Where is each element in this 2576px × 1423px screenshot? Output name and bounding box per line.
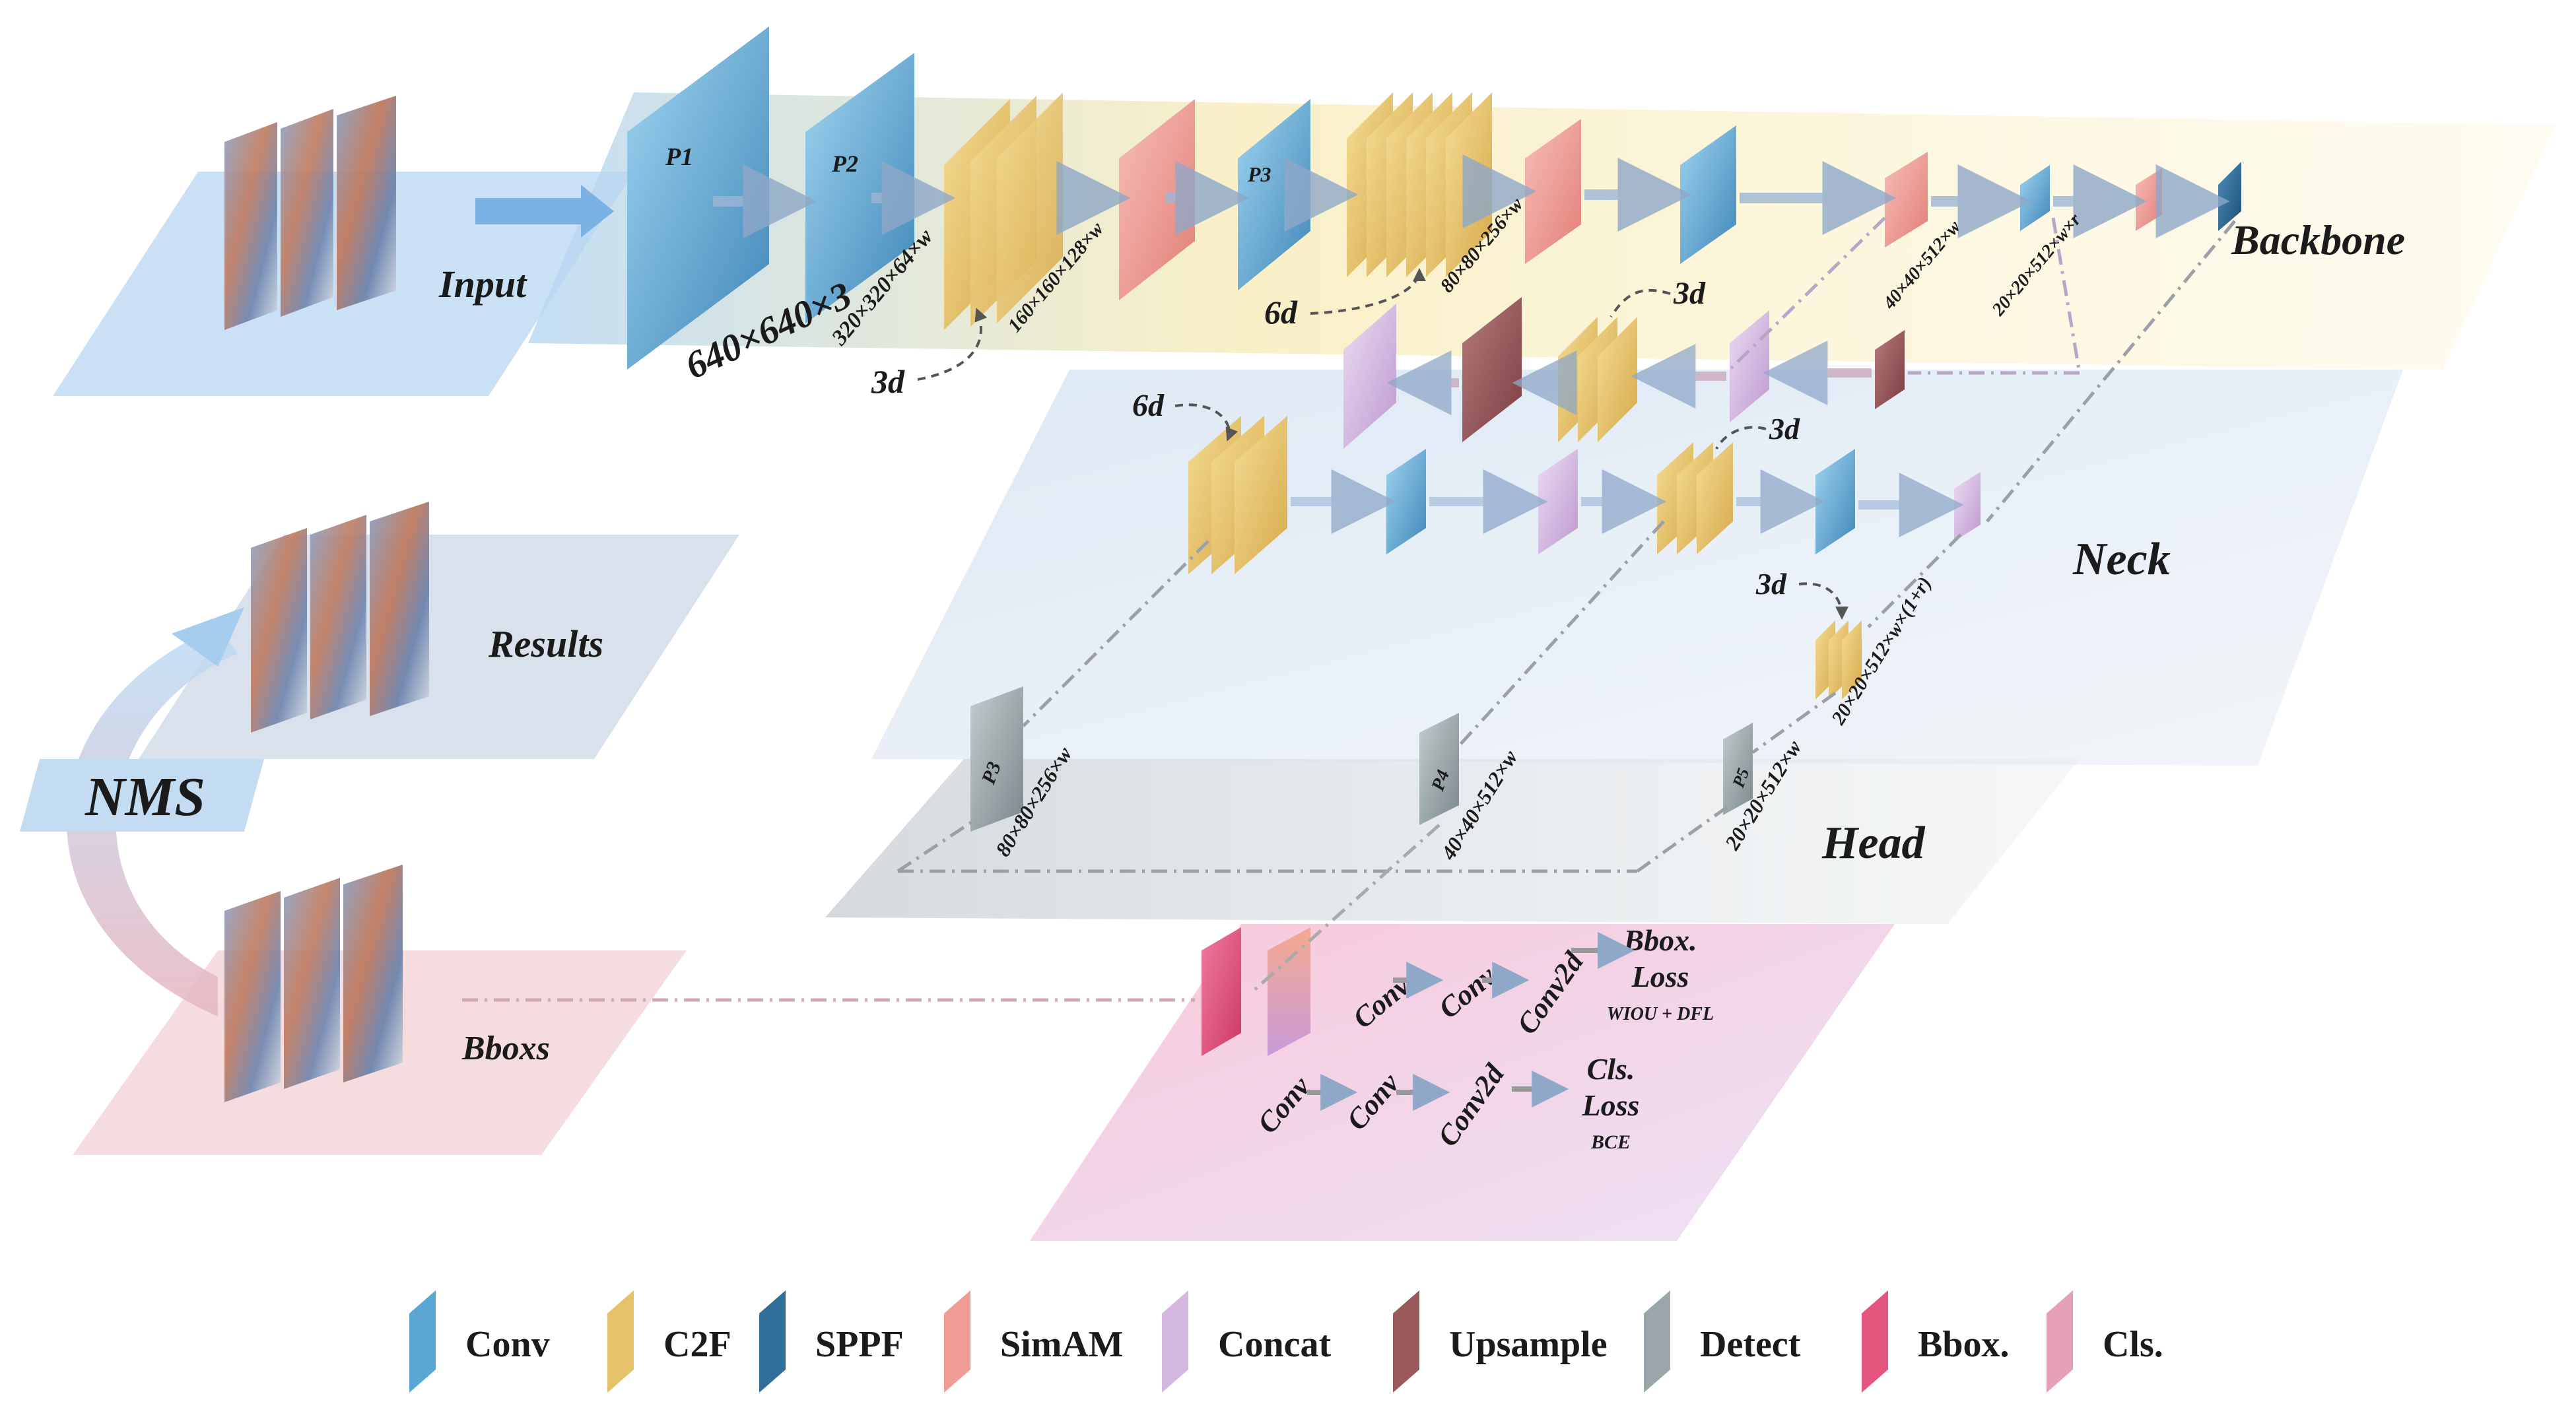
cls-loss-2: Loss [1582, 1088, 1640, 1122]
rep-6d-neck-leader [1174, 403, 1238, 442]
neck-c2f-4 [1815, 620, 1862, 700]
legend-label-simam: SimAM [1000, 1324, 1124, 1365]
bboxs-label: Bboxs [461, 1030, 550, 1067]
cls-block [1268, 927, 1310, 1056]
results-label: Results [488, 622, 603, 665]
bbox-loss-3: WIOU + DFL [1607, 1004, 1714, 1024]
rep-3d-backbone-b: 3d [1673, 276, 1706, 311]
p2-block [805, 53, 914, 323]
bboxs-image-stack [224, 865, 403, 1102]
p2-label: P2 [831, 150, 858, 177]
input-image-stack [224, 96, 396, 330]
legend-label-bbox: Bbox. [1918, 1324, 2010, 1365]
legend: Conv C2F SPPF SimAM Concat Upsample Detect Bbox… [409, 1290, 2163, 1393]
legend-swatch-concat [1162, 1290, 1188, 1393]
detect-arrows [1307, 932, 1635, 1111]
neck-plane [871, 370, 2403, 766]
rep-3d-neck-leader [1715, 426, 1767, 449]
bbox-loss-1: Bbox. [1623, 923, 1697, 957]
rep-3d-neck-b: 3d [1755, 567, 1787, 601]
cls-loss-1: Cls. [1587, 1052, 1635, 1086]
legend-swatch-cls [2047, 1290, 2073, 1393]
legend-label-conv: Conv [465, 1324, 550, 1365]
nms-arrow-head [172, 607, 244, 667]
detect-plane [1030, 924, 1895, 1241]
neck-c2f-1 [1558, 317, 1637, 442]
neck-conv-1 [1386, 449, 1426, 554]
rep-6d-neck: 6d [1132, 388, 1165, 423]
legend-swatch-conv [409, 1290, 436, 1393]
bbox-loss-2: Loss [1631, 960, 1689, 993]
neck-arrows [1386, 341, 1872, 415]
neck-conv-2 [1815, 449, 1855, 554]
rep-3d-neck: 3d [1769, 412, 1800, 446]
c2f-block-2 [1347, 92, 1492, 277]
rep-6d-leader [1310, 268, 1426, 315]
backbone-label: Backbone [2231, 216, 2405, 263]
p3-block [1238, 99, 1310, 290]
p1-block [627, 26, 769, 370]
rep-3d-backbone: 3d [871, 363, 905, 400]
legend-swatch-simam [944, 1290, 970, 1393]
neck-arrows-row2 [1291, 469, 1964, 537]
legend-swatch-detect [1644, 1290, 1670, 1393]
legend-swatch-upsample [1393, 1290, 1419, 1393]
nms-banner [20, 759, 264, 832]
legend-swatch-c2f [607, 1290, 634, 1393]
conv-block-b1 [1680, 125, 1736, 264]
legend-swatch-sppf [759, 1290, 786, 1393]
rep-3d-b-leader [1610, 289, 1671, 318]
head-p4-block [1419, 713, 1459, 825]
neck-label: Neck [2072, 534, 2171, 585]
head-label: Head [1821, 818, 1926, 869]
head-plane [825, 759, 2080, 924]
neck-upsample-1 [1875, 330, 1905, 409]
legend-swatch-bbox [1862, 1290, 1888, 1393]
legend-label-cls: Cls. [2103, 1324, 2163, 1365]
neck-c2f-2 [1188, 416, 1287, 574]
input-label: Input [438, 263, 527, 306]
simam-block-2 [1525, 119, 1581, 264]
neck-skip-lines [1728, 216, 2082, 375]
input-arrow [475, 185, 614, 238]
legend-label-concat: Concat [1218, 1324, 1331, 1365]
head-p5-block [1723, 723, 1753, 815]
legend-label-upsample: Upsample [1449, 1324, 1608, 1365]
rep-6d-backbone: 6d [1264, 294, 1298, 331]
neck-upsample-2 [1462, 297, 1522, 442]
rep-3d-neck-b-leader [1798, 582, 1848, 620]
nms-arc [67, 627, 238, 1016]
neck-concat-2 [1343, 304, 1396, 449]
simam-block-1 [1119, 99, 1195, 300]
detect-to-bbox-line [1253, 824, 1441, 991]
legend-label-detect: Detect [1700, 1324, 1801, 1365]
p1-label: P1 [665, 143, 693, 171]
nms-label: NMS [85, 766, 205, 828]
backbone-arrows [713, 154, 2230, 238]
head-p3-block [970, 686, 1023, 832]
rep-3d-leader [917, 308, 988, 381]
legend-label-c2f: C2F [663, 1324, 731, 1365]
results-image-stack [251, 502, 429, 733]
cls-loss-3: BCE [1590, 1131, 1631, 1153]
neck-concat-3 [1538, 449, 1578, 554]
p3-label: P3 [1247, 162, 1271, 186]
legend-label-sppf: SPPF [815, 1324, 904, 1365]
c2f-block-1 [944, 92, 1063, 330]
bbox-block [1202, 927, 1241, 1056]
head-skip-lines [897, 220, 2236, 873]
